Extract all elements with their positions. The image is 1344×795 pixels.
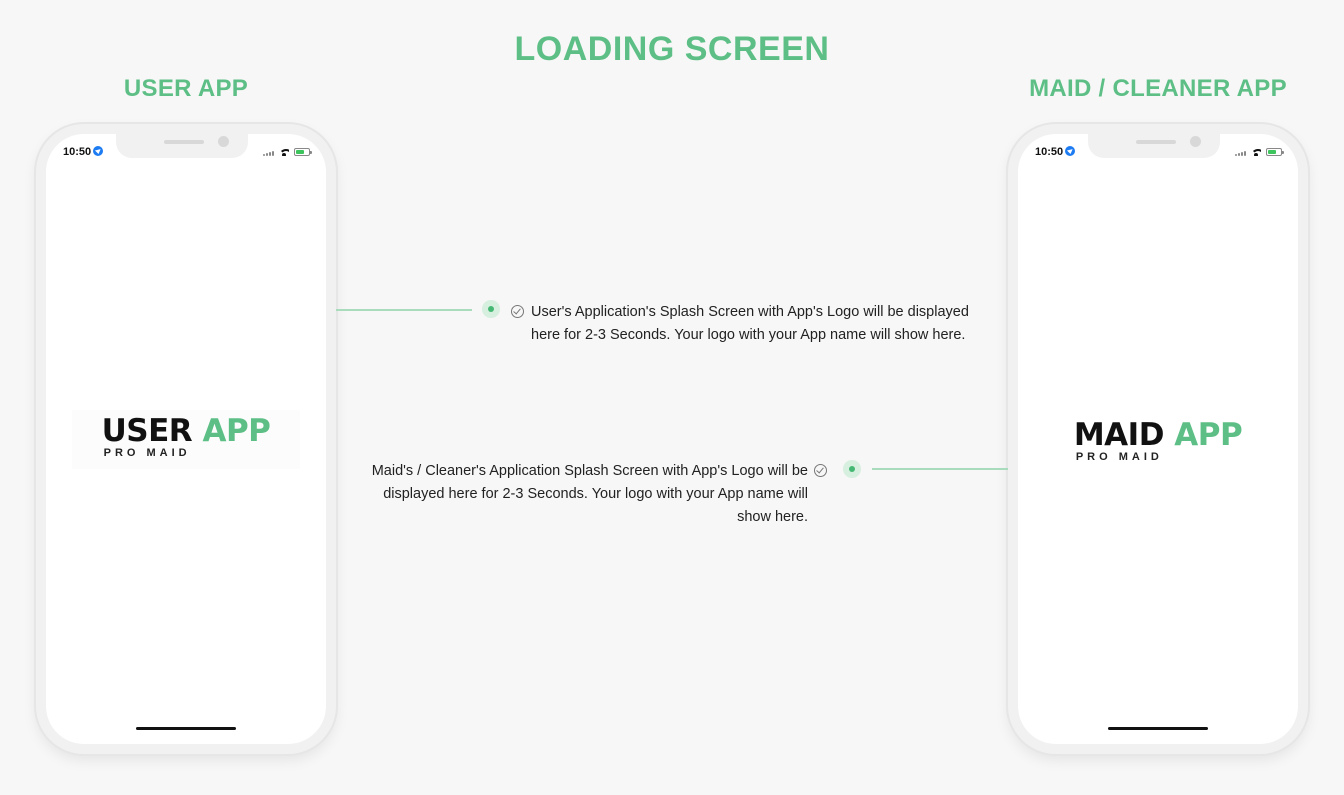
maid-app-screen: 10:50 MAID APP PRO MAID xyxy=(1018,134,1298,744)
battery-charging-icon xyxy=(294,148,312,156)
logo-tagline: PRO MAID xyxy=(1075,451,1163,463)
speaker-grille xyxy=(164,140,204,144)
check-circle-icon xyxy=(814,464,827,477)
user-annotation-connector xyxy=(336,309,472,311)
maid-annotation-dot xyxy=(843,460,861,478)
location-arrow-icon xyxy=(93,146,104,156)
wifi-icon xyxy=(1251,148,1261,156)
maid-app-title: MAID / CLEANER APP xyxy=(1029,75,1287,102)
wifi-icon xyxy=(279,148,289,156)
status-bar-time: 10:50 xyxy=(63,146,104,158)
user-annotation-dot xyxy=(482,300,500,318)
logo-word-app: APP xyxy=(202,413,271,449)
signal-icon xyxy=(263,148,274,156)
user-app-phone-mockup: 10:50 USER APP PRO MAID xyxy=(36,124,336,754)
maid-app-logo: MAID APP PRO MAID xyxy=(1018,414,1298,473)
battery-charging-icon xyxy=(1266,148,1284,156)
front-camera xyxy=(1190,136,1201,147)
status-bar-indicators xyxy=(1235,147,1284,157)
logo-box: MAID APP PRO MAID xyxy=(1044,414,1272,473)
logo-tagline: PRO MAID xyxy=(103,447,191,459)
status-time-text: 10:50 xyxy=(1035,146,1064,158)
user-app-logo: USER APP PRO MAID xyxy=(46,410,326,469)
logo-word-maid: MAID xyxy=(1073,417,1165,453)
status-time-text: 10:50 xyxy=(63,146,92,158)
phone-notch xyxy=(116,134,248,158)
status-bar-time: 10:50 xyxy=(1035,146,1076,158)
home-indicator xyxy=(136,727,236,730)
home-indicator xyxy=(1108,727,1208,730)
maid-annotation-connector xyxy=(872,468,1008,470)
speaker-grille xyxy=(1136,140,1176,144)
logo-wordmark: MAID APP xyxy=(1073,417,1243,453)
maid-app-phone-mockup: 10:50 MAID APP PRO MAID xyxy=(1008,124,1308,754)
logo-word-app: APP xyxy=(1174,417,1243,453)
location-arrow-icon xyxy=(1065,146,1076,156)
phone-notch xyxy=(1088,134,1220,158)
maid-annotation-text: Maid's / Cleaner's Application Splash Sc… xyxy=(371,463,808,525)
front-camera xyxy=(218,136,229,147)
user-app-screen: 10:50 USER APP PRO MAID xyxy=(46,134,326,744)
check-circle-icon xyxy=(511,305,524,318)
page-title: LOADING SCREEN xyxy=(514,30,830,68)
user-app-title: USER APP xyxy=(123,75,249,102)
signal-icon xyxy=(1235,148,1246,156)
logo-word-user: USER xyxy=(101,413,193,449)
user-annotation-text: User's Application's Splash Screen with … xyxy=(531,304,969,343)
status-bar-indicators xyxy=(263,147,312,157)
logo-box: USER APP PRO MAID xyxy=(71,410,301,469)
logo-wordmark: USER APP xyxy=(101,413,271,449)
